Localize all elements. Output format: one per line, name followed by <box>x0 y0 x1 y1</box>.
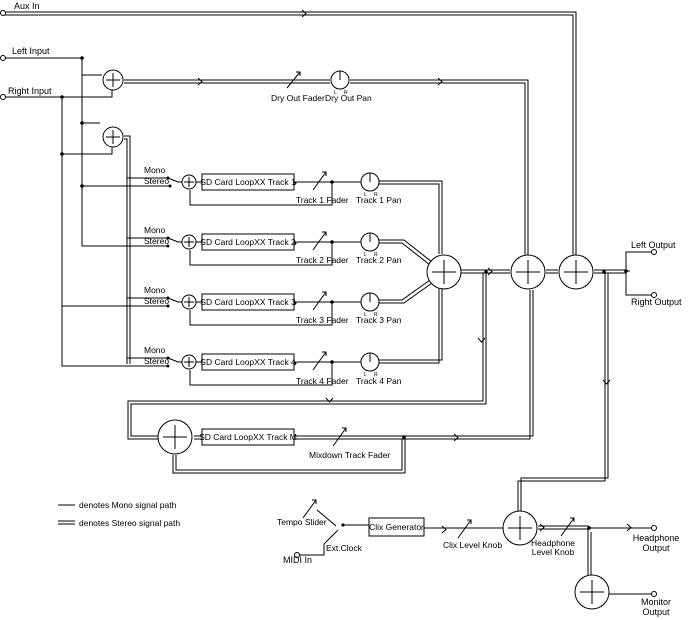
dry-fader-label: Dry Out Fader <box>271 93 325 103</box>
clix-generator-box: Clix Generator <box>368 517 425 537</box>
track-2-pan-label: Track 2 Pan <box>356 255 402 265</box>
switch-dots <box>166 176 172 368</box>
track-2-box: SD Card LoopXX Track 2 <box>200 233 296 251</box>
pan-r-mark: R <box>374 192 378 198</box>
pan-r-mark: R <box>374 372 378 378</box>
track-3-fader-label: Track 3 Fader <box>296 315 349 325</box>
track-1-wires <box>189 180 443 254</box>
svg-text:SD Card LoopXX Track 2: SD Card LoopXX Track 2 <box>200 237 296 247</box>
headphone-knob-label-1: Headphone <box>531 538 575 548</box>
track-2-wires <box>189 239 433 266</box>
summer-dry <box>102 69 124 91</box>
pan-knob-1 <box>360 172 380 192</box>
midi-in-label: MIDI In <box>283 555 312 565</box>
summer-right <box>102 126 124 148</box>
pan-l-mark: L <box>364 252 367 258</box>
mono-label: Mono <box>144 165 166 175</box>
pan-l-mark: L <box>364 192 367 198</box>
track-3-wires <box>189 279 433 326</box>
stereo-label: Stereo <box>144 356 169 366</box>
ext-clock-label: Ext.Clock <box>326 543 363 553</box>
svg-text:SD Card LoopXX Track 1: SD Card LoopXX Track 1 <box>200 177 296 187</box>
summer-mixdown <box>157 419 193 455</box>
legend: denotes Mono signal path denotes Stereo … <box>58 500 180 528</box>
fader-icons <box>286 71 575 539</box>
legend-mono-text: denotes Mono signal path <box>79 500 177 510</box>
pan-r-mark: R <box>374 312 378 318</box>
summer-track-2 <box>181 234 197 250</box>
track-1-pan-label: Track 1 Pan <box>356 195 402 205</box>
track-4-box: SD Card LoopXX Track 4 <box>200 353 296 371</box>
mono-label: Mono <box>144 345 166 355</box>
clix-level-knob-label: Clix Level Knob <box>443 540 502 550</box>
labels: Aux In Left Input Right Input Dry Out Fa… <box>8 1 682 617</box>
pan-knob-dry <box>330 70 350 90</box>
summer-main-mix <box>426 254 462 290</box>
monitor-output-label-1: Monitor <box>641 597 671 607</box>
track-1-fader-label: Track 1 Fader <box>296 195 349 205</box>
summer-monitor <box>574 574 610 610</box>
stereo-label: Stereo <box>144 236 169 246</box>
monitor-output-label-2: Output <box>642 607 670 617</box>
aux-in-label: Aux In <box>14 1 40 11</box>
mono-label: Mono <box>144 225 166 235</box>
track-4-wires <box>189 288 443 386</box>
track-4-pan-label: Track 4 Pan <box>356 376 402 386</box>
io-terminals <box>0 10 657 597</box>
headphone-output-label-2: Output <box>642 543 670 553</box>
signal-wires <box>5 11 652 595</box>
mono-stereo-switches <box>167 177 182 363</box>
track-3-box: SD Card LoopXX Track 3 <box>200 293 296 311</box>
svg-text:Clix Generator: Clix Generator <box>369 522 424 532</box>
summer-right-out <box>558 254 594 290</box>
mono-label: Mono <box>144 285 166 295</box>
stereo-label: Stereo <box>144 176 169 186</box>
summer-track-1 <box>181 174 197 190</box>
right-input-label: Right Input <box>8 86 52 96</box>
junction-nodes <box>60 56 628 530</box>
pan-l-mark: L <box>364 312 367 318</box>
summer-left-out <box>510 254 546 290</box>
tempo-slider-label: Tempo Slider <box>277 517 327 527</box>
track-1-box: SD Card LoopXX Track 1 <box>200 173 296 191</box>
track-3-pan-label: Track 3 Pan <box>356 315 402 325</box>
pan-l-mark: L <box>334 90 337 96</box>
svg-text:SD Card LoopXX Track 4: SD Card LoopXX Track 4 <box>200 357 296 367</box>
left-input-label: Left Input <box>12 46 50 56</box>
legend-stereo-text: denotes Stereo signal path <box>79 518 180 528</box>
pan-r-mark: R <box>344 90 348 96</box>
right-output-label: Right Output <box>631 297 682 307</box>
track-4-fader-label: Track 4 Fader <box>296 376 349 386</box>
summer-track-4 <box>181 354 197 370</box>
mixdown-box: SD Card LoopXX Track M <box>199 428 297 446</box>
svg-text:SD Card LoopXX Track M: SD Card LoopXX Track M <box>199 432 297 442</box>
headphone-output-label-1: Headphone <box>633 533 680 543</box>
mixdown-fader-label: Mixdown Track Fader <box>309 450 390 460</box>
pan-knob-2 <box>360 232 380 252</box>
track-2-fader-label: Track 2 Fader <box>296 255 349 265</box>
headphone-knob-label-2: Level Knob <box>532 547 575 557</box>
stereo-label: Stereo <box>144 296 169 306</box>
dry-pan-label: Dry Out Pan <box>325 93 372 103</box>
pan-knob-4 <box>360 352 380 372</box>
svg-text:SD Card LoopXX Track 3: SD Card LoopXX Track 3 <box>200 297 296 307</box>
summer-headphone <box>502 510 538 546</box>
pan-l-mark: L <box>364 372 367 378</box>
summer-track-3 <box>181 294 197 310</box>
pan-knob-3 <box>360 292 380 312</box>
pan-marks: L R L R L R L R L R <box>334 90 378 378</box>
pan-r-mark: R <box>374 252 378 258</box>
left-output-label: Left Output <box>631 240 676 250</box>
